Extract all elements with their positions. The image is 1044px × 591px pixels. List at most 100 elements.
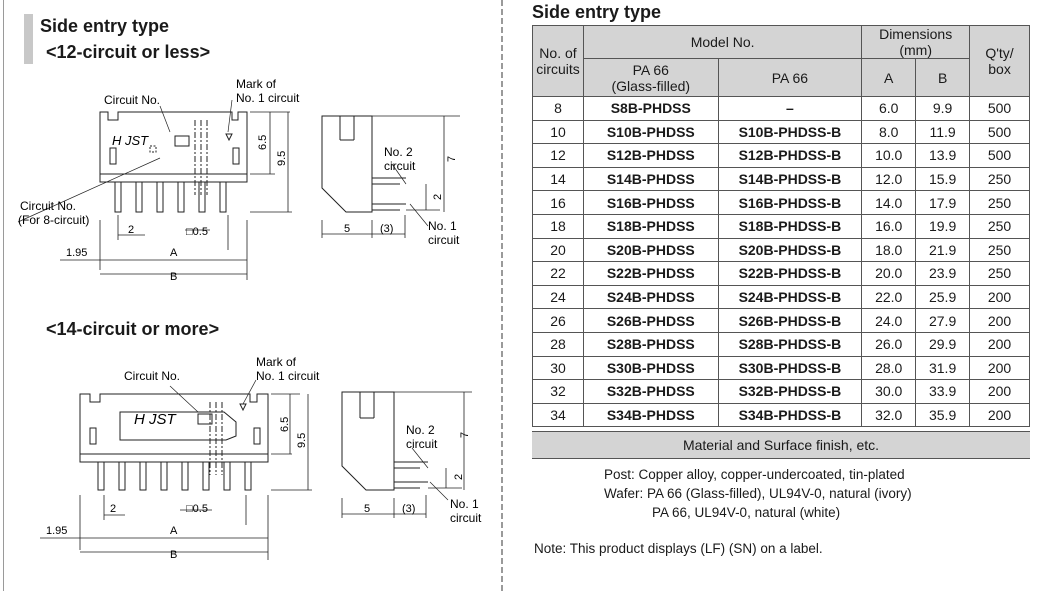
cell-dim-a: 8.0	[861, 119, 917, 145]
cell-dim-a: 32.0	[861, 402, 917, 428]
cell-dim-a: 22.0	[861, 284, 917, 310]
cell-circuits: 18	[532, 213, 584, 239]
cell-model-pa66: S10B-PHDSS-B	[717, 119, 863, 145]
dim-pitch-2-2: 2	[110, 503, 116, 515]
cell-qty: 250	[969, 261, 1030, 286]
label-no2-circuit: circuit	[384, 159, 416, 173]
dim-5: 5	[344, 223, 350, 235]
header-qty-box: Q'ty/box	[969, 25, 1030, 97]
cell-circuits: 20	[532, 237, 584, 263]
cell-dim-a: 16.0	[861, 213, 917, 239]
dim-1-95-2: 1.95	[46, 525, 67, 537]
heading-14-circuit: <14-circuit or more>	[46, 319, 220, 339]
dim-1-95: 1.95	[66, 247, 87, 259]
dim-a: A	[170, 247, 178, 259]
cell-qty: 500	[969, 143, 1030, 168]
cell-model-pa66gf: S20B-PHDSS	[582, 237, 719, 263]
slot-right	[232, 147, 240, 165]
dim-3-2: (3)	[402, 503, 415, 515]
label-no1-circuit-side: circuit	[428, 233, 460, 247]
cell-model-pa66gf: S8B-PHDSS	[582, 96, 719, 121]
cell-qty: 500	[969, 96, 1030, 121]
dim-b: B	[170, 271, 177, 283]
label-note: Note: This product displays (LF) (SN) on…	[534, 541, 823, 556]
cell-model-pa66gf: S32B-PHDSS	[582, 379, 719, 404]
cell-dim-b: 9.9	[915, 96, 971, 121]
slot-left	[109, 147, 117, 165]
label-no1-2: No. 1	[450, 497, 479, 511]
cell-model-pa66: S16B-PHDSS-B	[717, 190, 863, 215]
cell-model-pa66: S22B-PHDSS-B	[717, 261, 863, 286]
cell-model-pa66gf: S12B-PHDSS	[582, 143, 719, 168]
cell-model-pa66: S34B-PHDSS-B	[717, 402, 863, 428]
label-no2: No. 2	[384, 145, 413, 159]
cell-dim-a: 18.0	[861, 237, 917, 263]
dim-post-0-5-2: □0.5	[186, 503, 208, 515]
cell-dim-a: 12.0	[861, 166, 917, 192]
cell-circuits: 34	[532, 402, 584, 428]
label-no1-circuit-2: No. 1 circuit	[256, 369, 320, 383]
cell-qty: 200	[969, 284, 1030, 310]
cell-dim-b: 17.9	[915, 190, 971, 215]
cell-dim-a: 24.0	[861, 308, 917, 333]
cell-model-pa66: S32B-PHDSS-B	[717, 379, 863, 404]
cell-qty: 250	[969, 213, 1030, 239]
panel-edge	[3, 0, 4, 591]
cell-circuits: 26	[532, 308, 584, 333]
header-dimensions: Dimensions (mm)	[861, 25, 971, 59]
cell-dim-a: 6.0	[861, 96, 917, 121]
cell-model-pa66gf: S28B-PHDSS	[582, 331, 719, 357]
cell-circuits: 8	[532, 96, 584, 121]
cell-qty: 250	[969, 166, 1030, 192]
header-dim-a: A	[861, 58, 917, 97]
circuit-no-8-box	[149, 145, 157, 153]
header-pa66-glass: PA 66(Glass-filled)	[582, 58, 719, 97]
cell-model-pa66gf: S30B-PHDSS	[582, 355, 719, 381]
cell-qty: 200	[969, 331, 1030, 357]
header-model-no: Model No.	[582, 25, 863, 59]
cell-model-pa66: –	[717, 96, 863, 121]
cell-model-pa66gf: S34B-PHDSS	[582, 402, 719, 428]
cell-model-pa66: S26B-PHDSS-B	[717, 308, 863, 333]
heading-12-circuit: <12-circuit or less>	[46, 42, 211, 62]
material-post: Post: Copper alloy, copper-undercoated, …	[604, 467, 905, 482]
cell-circuits: 24	[532, 284, 584, 310]
cell-model-pa66: S30B-PHDSS-B	[717, 355, 863, 381]
drawing-14-circuit: Circuit No. Mark of No. 1 circuit H JST …	[40, 355, 482, 561]
cell-model-pa66: S28B-PHDSS-B	[717, 331, 863, 357]
dim-b-2: B	[170, 549, 177, 561]
cell-circuits: 30	[532, 355, 584, 381]
dim-7: 7	[446, 156, 458, 162]
cell-model-pa66gf: S10B-PHDSS	[582, 119, 719, 145]
cell-dim-b: 27.9	[915, 308, 971, 333]
dim-post-0-5: □0.5	[186, 226, 208, 238]
cell-circuits: 14	[532, 166, 584, 192]
cell-dim-b: 23.9	[915, 261, 971, 286]
cell-qty: 200	[969, 379, 1030, 404]
cell-circuits: 32	[532, 379, 584, 404]
dim-side-2: 2	[432, 194, 444, 200]
cell-dim-a: 20.0	[861, 261, 917, 286]
cell-dim-b: 21.9	[915, 237, 971, 263]
cell-dim-b: 15.9	[915, 166, 971, 192]
spec-title: Side entry type	[532, 2, 662, 22]
dim-5-2: 5	[364, 503, 370, 515]
cell-qty: 250	[969, 237, 1030, 263]
dim-9-5: 9.5	[276, 151, 288, 166]
label-mark-of: Mark of	[236, 77, 277, 91]
jst-logo: H JST	[112, 133, 149, 148]
cell-model-pa66gf: S16B-PHDSS	[582, 190, 719, 215]
cell-model-pa66: S18B-PHDSS-B	[717, 213, 863, 239]
cell-dim-a: 14.0	[861, 190, 917, 215]
label-circuit-no-8: Circuit No.	[20, 199, 76, 213]
